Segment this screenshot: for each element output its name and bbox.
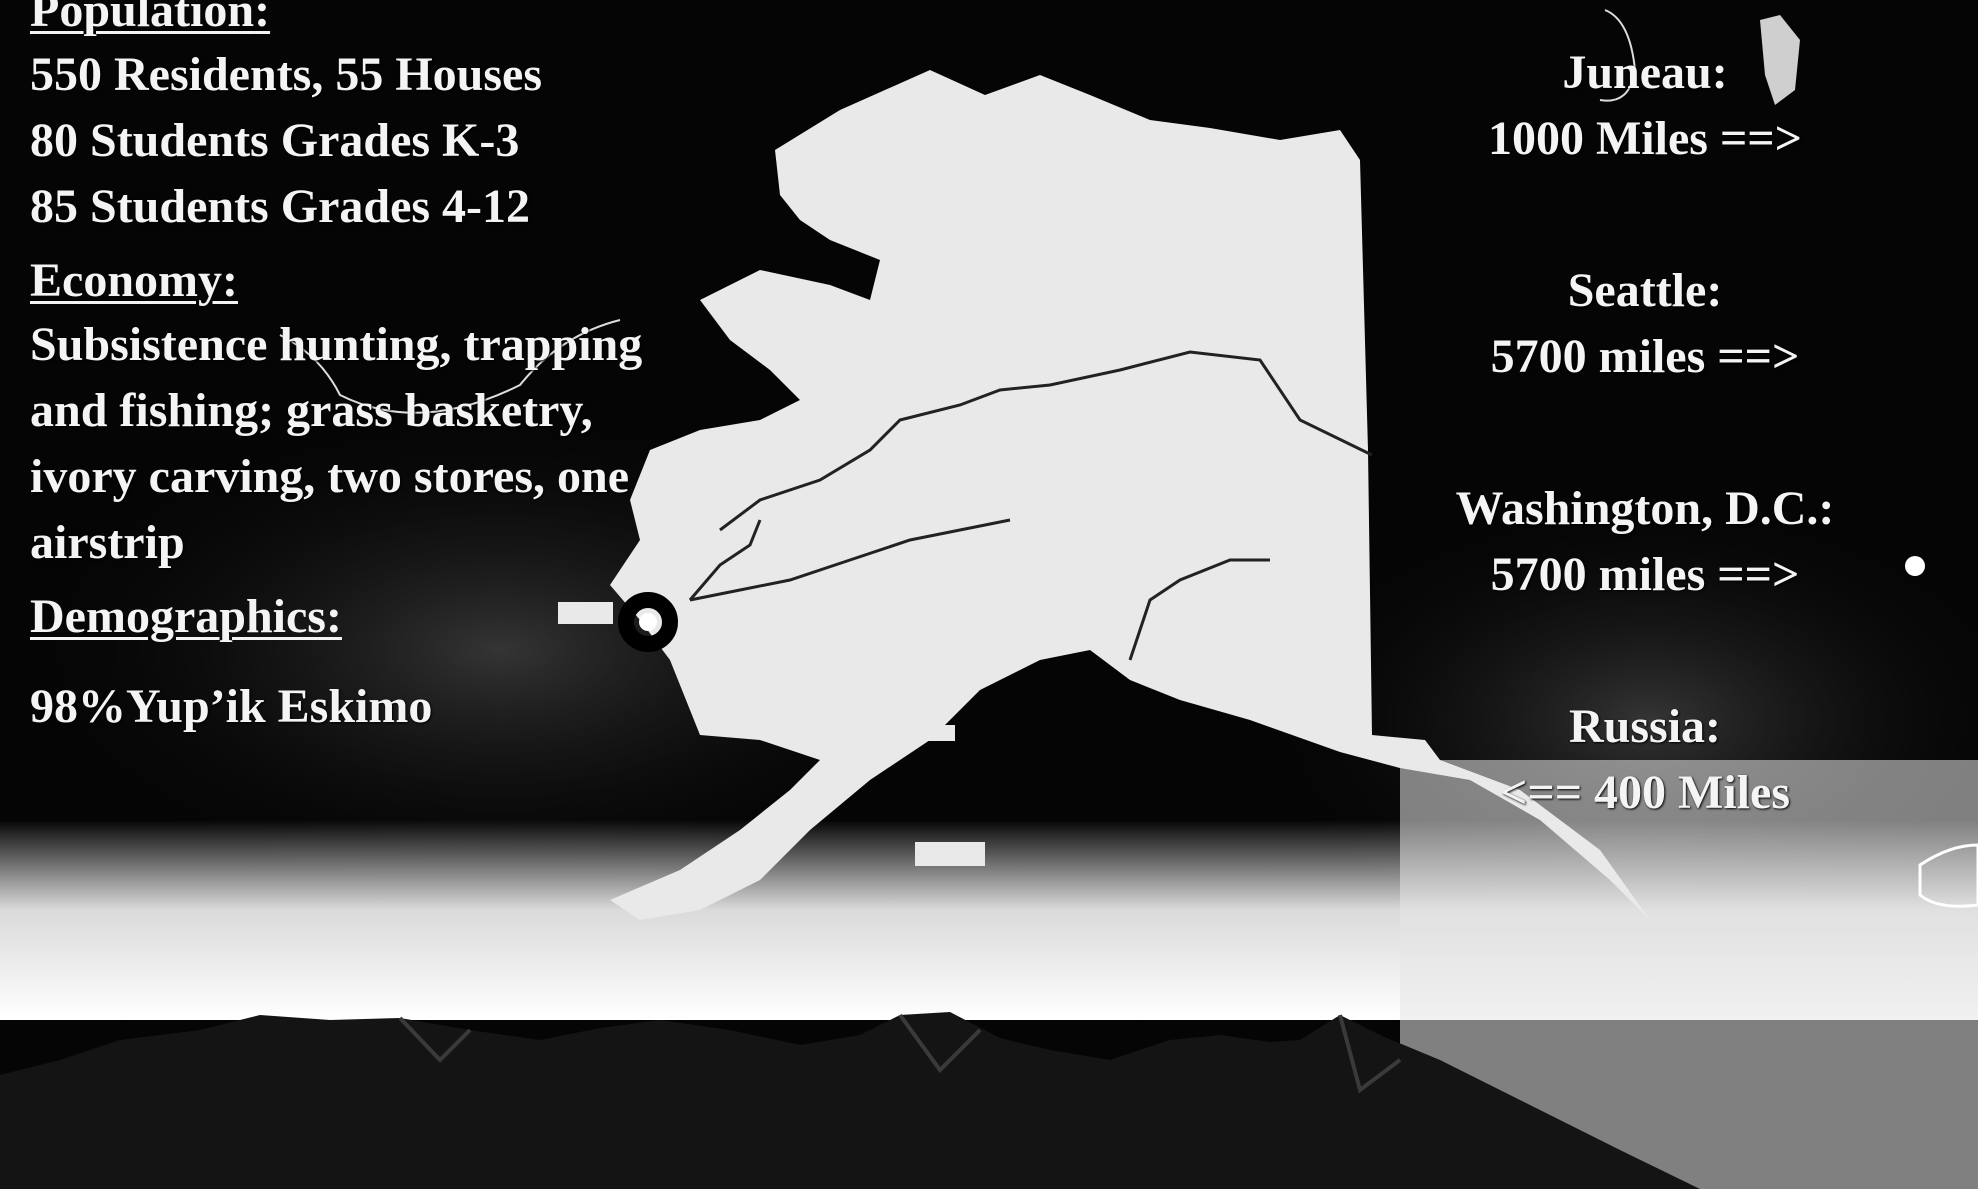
city-distance: 1000 Miles ==> [1487,112,1802,165]
economy-line: airstrip [30,516,185,569]
river-branch [688,519,762,601]
city-distance: 5700 miles ==> [1490,548,1800,601]
demographics-heading: Demographics: [30,590,342,643]
population-line: 80 Students Grades K-3 [30,114,520,167]
city-name: Juneau: [1562,46,1728,99]
population-heading: Population: [30,0,271,37]
distance-seattle: Seattle: 5700 miles ==> [1385,258,1905,390]
city-name: Seattle: [1567,264,1723,317]
economy-heading: Economy: [30,254,238,307]
village-location-marker-icon [618,592,678,652]
distance-list: Juneau: 1000 Miles ==> Seattle: 5700 mil… [1385,40,1905,912]
juneau-sketch-icon [1760,15,1800,105]
moon-glare-icon [1905,556,1925,576]
city-distance: 5700 miles ==> [1490,330,1800,383]
island [885,725,955,741]
distance-washington: Washington, D.C.: 5700 miles ==> [1385,476,1905,608]
city-name: Washington, D.C.: [1455,482,1835,535]
inland-boundary [1128,558,1270,661]
mountain-silhouette [0,1012,1700,1189]
island [558,602,613,624]
economy-line: Subsistence hunting, trapping [30,318,643,371]
yukon-river [719,350,1373,532]
economy-line: and fishing; grass basketry, [30,384,593,437]
pen-mark [1599,9,1637,102]
demographics-line: 98%Yup’ik Eskimo [30,680,433,733]
economy-line: ivory carving, two stores, one [30,450,630,503]
population-line: 550 Residents, 55 Houses [30,48,543,101]
distance-russia: Russia: <== 400 Miles [1385,694,1905,826]
alaska-land [610,70,1650,920]
population-line: 85 Students Grades 4-12 [30,180,531,233]
city-distance: <== 400 Miles [1499,766,1790,819]
city-name: Russia: [1568,700,1722,753]
island [915,842,985,866]
distance-juneau: Juneau: 1000 Miles ==> [1385,40,1905,172]
village-facts: Population: 550 Residents, 55 Houses 80 … [30,0,790,740]
pen-mark [279,319,621,414]
kuskokwim-river [689,518,1011,602]
